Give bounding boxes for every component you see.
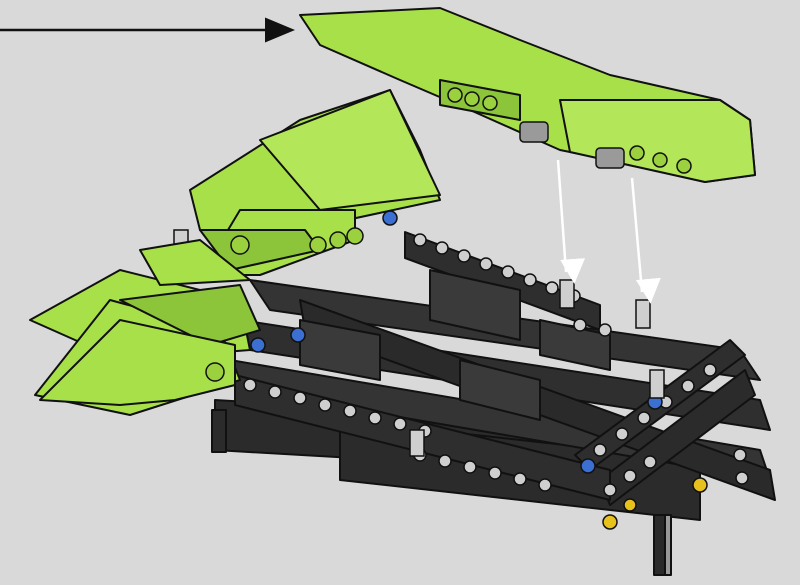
insert-arrow-icon [556, 159, 586, 284]
beam-holes [243, 233, 749, 497]
insert-arrow-icon [630, 177, 661, 304]
lime-fairing-panels [29, 89, 441, 416]
wing-axles [519, 121, 625, 169]
lime-wing-piece [299, 7, 756, 183]
wing-holes [447, 87, 692, 174]
panel-holes [205, 227, 364, 382]
